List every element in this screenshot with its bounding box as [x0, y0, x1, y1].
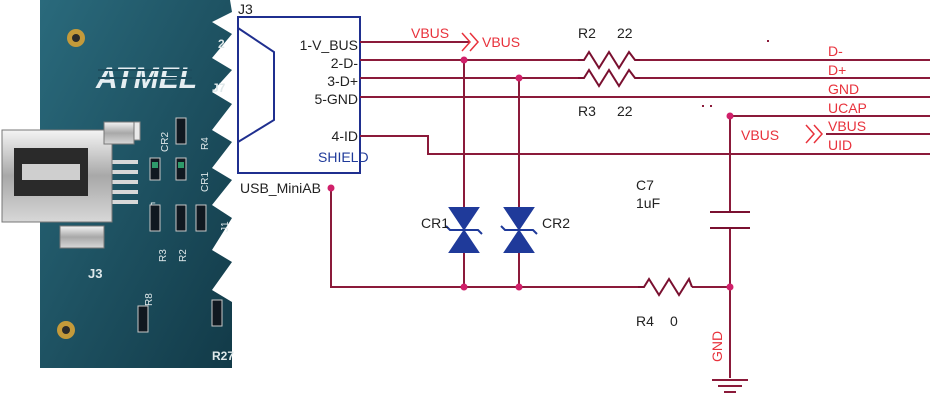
- mini-usb-receptacle: [1, 121, 135, 249]
- net-dplus: D+: [828, 62, 846, 78]
- silk-cr1: CR1: [200, 172, 211, 192]
- net-vbus-right-port: VBUS: [828, 118, 866, 134]
- gnd-symbol-label: GND: [709, 331, 725, 362]
- junction-dot: [460, 56, 468, 64]
- net-vbus-left-flag: VBUS: [411, 25, 449, 41]
- junction-dot: [515, 74, 523, 82]
- resistor-r3: R3 22: [578, 68, 640, 119]
- connector-ref: J3: [238, 1, 253, 17]
- silk-j3: J3: [88, 266, 102, 281]
- net-labels: VBUS VBUS D- D+ GND UCAP VBUS VBUS UID: [411, 25, 867, 153]
- pin-4-id: 4-ID: [332, 128, 358, 144]
- r2-value: 22: [617, 25, 633, 41]
- connector-value: USB_MiniAB: [240, 180, 321, 196]
- cr1-ref: CR1: [421, 215, 449, 231]
- silk-cr2: CR2: [160, 132, 171, 152]
- pin-3-dplus: 3-D+: [327, 73, 358, 89]
- r2-ref: R2: [578, 25, 596, 41]
- silk-r3: R3: [158, 249, 169, 262]
- wire-shield: [330, 188, 638, 288]
- wire-uid: [360, 135, 930, 155]
- connector-j3: J3 USB_MiniAB 1-V_BUS 2-D- 3-D+ 5-GND 4-…: [237, 1, 369, 196]
- stray-mark: [767, 40, 769, 42]
- junction-dot: [460, 283, 468, 291]
- ground-symbol: GND: [709, 331, 748, 393]
- pin-2-dminus: 2-D-: [331, 55, 359, 71]
- net-port-arrow: [805, 124, 816, 144]
- net-port-arrow: [461, 32, 472, 52]
- silk-r4: R4: [200, 137, 211, 150]
- shield-label: SHIELD: [318, 149, 369, 165]
- silk-r2: R2: [178, 249, 189, 262]
- resistor-r4: R4 0: [636, 276, 693, 329]
- junction-dot: [327, 184, 335, 192]
- capacitor-c7: C7 1uF: [636, 177, 750, 229]
- r4-value: 0: [670, 313, 678, 329]
- silk-pin-2: 2: [218, 37, 225, 51]
- junction-dot: [726, 283, 734, 291]
- pin-1-vbus: 1-V_BUS: [300, 37, 358, 53]
- silk-r27: J1: [220, 221, 231, 232]
- net-port-arrow: [469, 32, 480, 52]
- net-gnd: GND: [828, 81, 859, 97]
- junctions: [327, 56, 734, 291]
- stray-mark: [702, 105, 704, 107]
- connector-body: [237, 16, 361, 174]
- net-dminus: D-: [828, 43, 843, 59]
- atmel-logo: ATMEL: [95, 62, 197, 95]
- resistor-r2: R2 22: [578, 25, 640, 70]
- pin-5-gnd: 5-GND: [314, 91, 358, 107]
- net-ucap: UCAP: [828, 100, 867, 116]
- silk-r8: R8: [144, 293, 155, 306]
- silk-j1: R27: [212, 349, 234, 363]
- diode-cr2: CR2: [500, 207, 570, 253]
- r4-ref: R4: [636, 313, 654, 329]
- stray-mark: [710, 105, 712, 107]
- c7-ref: C7: [636, 177, 654, 193]
- c7-value: 1uF: [636, 195, 660, 211]
- junction-dot: [726, 112, 734, 120]
- r3-ref: R3: [578, 103, 596, 119]
- board-photo: ATMEL 2 J7 J3 R27 5 CR2 R4 CR1 R3 R2 R8 …: [1, 0, 234, 368]
- net-uid: UID: [828, 137, 852, 153]
- junction-dot: [515, 283, 523, 291]
- cr2-ref: CR2: [542, 215, 570, 231]
- net-port-arrow: [813, 124, 824, 144]
- diode-cr1: CR1: [421, 207, 483, 253]
- net-vbus-left-port: VBUS: [482, 34, 520, 50]
- wires: [330, 41, 930, 378]
- connector-pins: [108, 160, 138, 204]
- r3-value: 22: [617, 103, 633, 119]
- net-vbus-right-flag: VBUS: [741, 127, 779, 143]
- silk-j7: J7: [212, 81, 226, 95]
